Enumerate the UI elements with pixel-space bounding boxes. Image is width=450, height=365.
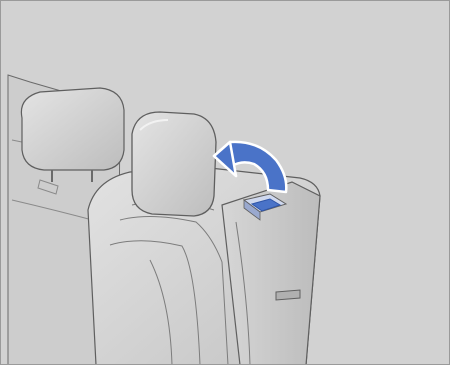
side-panel-slot: [276, 290, 300, 300]
left-headrest: [21, 88, 124, 170]
right-headrest: [132, 112, 216, 216]
seatback-side-panel: [222, 182, 320, 365]
